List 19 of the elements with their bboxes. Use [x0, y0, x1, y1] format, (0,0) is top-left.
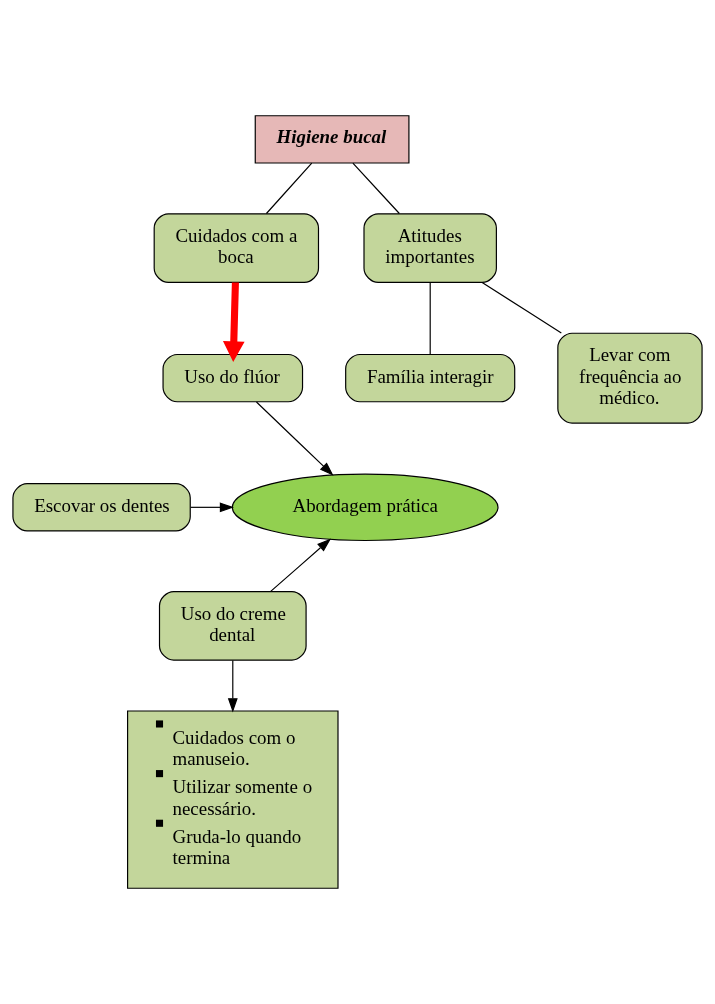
- node-box: Atitudes importantes: [363, 213, 497, 283]
- arrow: [190, 502, 235, 513]
- arrow: [227, 659, 238, 713]
- connector: [265, 162, 313, 215]
- node-box: Cuidados com o manuseio. Utilizar somente o necessário. Gruda-lo quando termina: [127, 710, 339, 889]
- node-box: Levar com frequência ao médico.: [557, 332, 703, 424]
- node-box: Uso do creme dental: [158, 591, 307, 661]
- arrow: [222, 282, 245, 362]
- connector: [429, 281, 431, 355]
- node-box: Família interagir: [345, 353, 516, 403]
- node-box: Cuidados com a boca: [153, 213, 320, 283]
- node-box: Uso do flúor: [162, 353, 304, 403]
- connector: [352, 162, 400, 215]
- connector: [481, 281, 562, 334]
- node-box: Higiene bucal: [254, 115, 410, 164]
- node-ellipse: Abordagem prática: [231, 473, 499, 542]
- arrow: [270, 538, 332, 592]
- node-box: Escovar os dentes: [12, 483, 191, 532]
- arrow: [255, 401, 334, 476]
